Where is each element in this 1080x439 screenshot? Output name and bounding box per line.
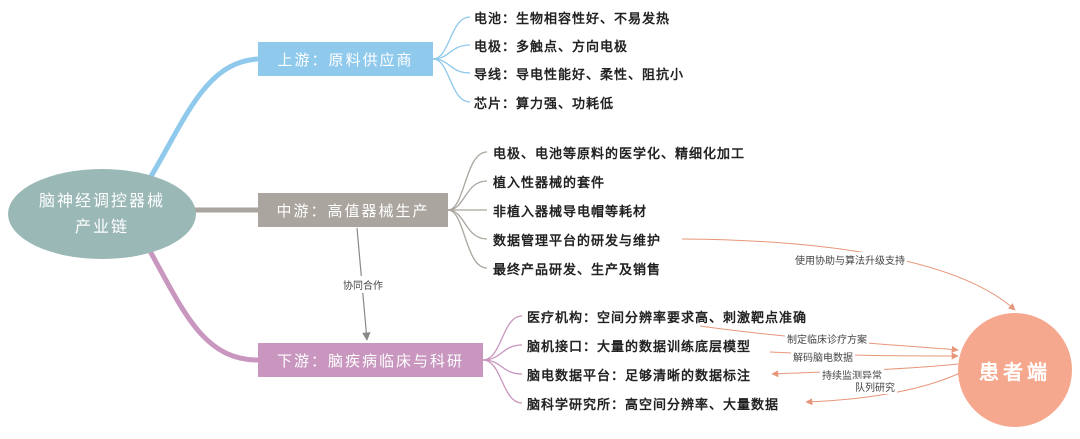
upstream-leaf-links — [432, 16, 471, 103]
midstream-item: 数据管理平台的研发与维护 — [493, 234, 662, 249]
midstream-item: 最终产品研发、生产及销售 — [493, 263, 662, 278]
patient-node: 患者端 — [958, 313, 1072, 427]
upstream-item: 电池：生物相容性好、不易发热 — [474, 12, 671, 27]
downstream-node: 下游：脑疾病临床与科研 — [258, 343, 483, 377]
midstream-node: 中游：高值器械生产 — [258, 193, 448, 227]
decode-eeg-note: 解码脑电数据 — [791, 349, 855, 364]
root-node: 脑神经调控器械 产业链 — [8, 169, 196, 259]
monitor-abnormal-note: 持续监测异常 — [820, 367, 884, 382]
upstream-item: 芯片：算力强、功耗低 — [474, 97, 615, 112]
upstream-item: 电极：多触点、方向电极 — [474, 40, 629, 55]
algorithm-support-note: 使用协助与算法升级支持 — [793, 252, 907, 267]
midstream-item: 植入性器械的套件 — [493, 176, 606, 191]
downstream-item: 脑科学研究所：高空间分辨率、大量数据 — [527, 398, 780, 413]
cohort-study-note: 队列研究 — [853, 379, 897, 394]
algorithm-support-arrow — [681, 238, 1016, 311]
downstream-item: 脑电数据平台：足够清晰的数据标注 — [527, 369, 752, 384]
root-to-downstream-link — [147, 249, 259, 363]
downstream-leaf-links — [482, 315, 523, 404]
clinical-plan-note: 制定临床诊疗方案 — [785, 331, 869, 346]
midstream-item: 非植入器械导电帽等耗材 — [493, 205, 648, 220]
cooperation-label: 协同合作 — [341, 276, 385, 293]
downstream-item: 脑机接口：大量的数据训练底层模型 — [527, 340, 752, 355]
upstream-item: 导线：导电性能好、柔性、阻抗小 — [474, 68, 685, 83]
midstream-leaf-links — [447, 151, 488, 269]
root-to-upstream-link — [147, 56, 259, 180]
midstream-item: 电极、电池等原料的医学化、精细化加工 — [493, 147, 746, 162]
downstream-item: 医疗机构：空间分辨率要求高、刺激靶点准确 — [527, 311, 808, 326]
upstream-node: 上游：原料供应商 — [258, 42, 433, 76]
root-title-line2: 产业链 — [74, 217, 129, 236]
root-title-line1: 脑神经调控器械 — [38, 191, 165, 210]
